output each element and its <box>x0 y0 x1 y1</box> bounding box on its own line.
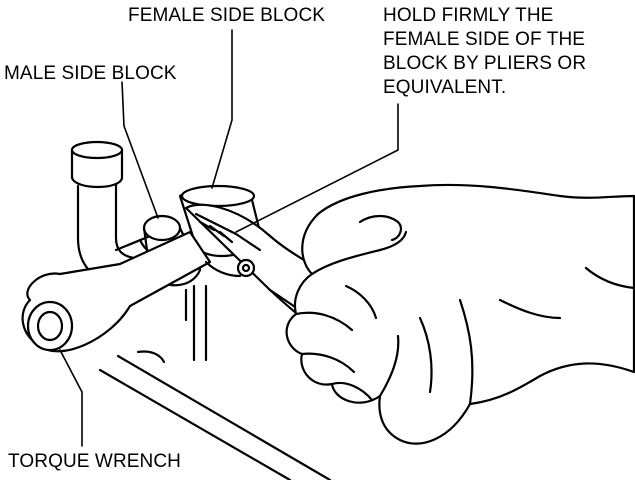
leader-male-block <box>121 81 159 219</box>
leader-female-block <box>211 29 233 189</box>
male-side-block-label: MALE SIDE BLOCK <box>4 63 177 84</box>
pipe-upper <box>70 140 136 284</box>
female-side-block-label: FEMALE SIDE BLOCK <box>128 5 326 26</box>
hold-instruction-label: HOLD FIRMLY THE FEMALE SIDE OF THE BLOCK… <box>383 5 587 98</box>
torque-wrench <box>21 230 332 480</box>
leader-hold-firmly <box>235 103 399 233</box>
bolt-lines <box>184 284 208 362</box>
leader-lines <box>59 29 399 447</box>
torque-wrench-label: TORQUE WRENCH <box>8 451 182 472</box>
hand <box>285 183 635 445</box>
leader-torque-wrench <box>59 349 83 447</box>
